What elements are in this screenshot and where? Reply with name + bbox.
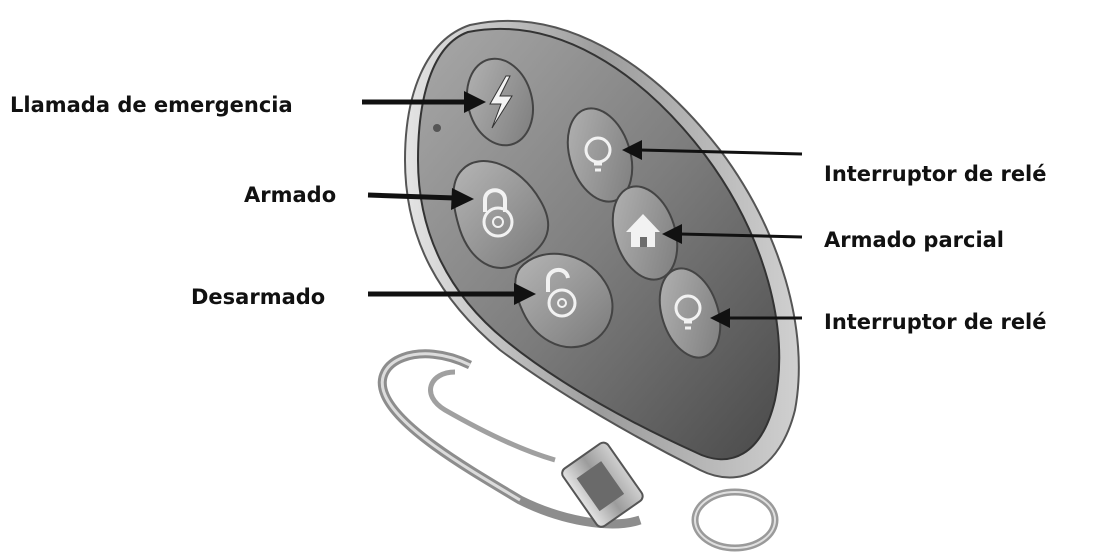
label-emergency-call: Llamada de emergencia [10,93,293,117]
label-disarm: Desarmado [191,285,325,309]
label-arm: Armado [244,183,336,207]
key-ring [695,492,775,548]
label-relay-switch-bottom: Interruptor de relé [824,310,1047,334]
label-relay-switch-top: Interruptor de relé [824,162,1047,186]
label-partial-arm: Armado parcial [824,228,1004,252]
led-indicator [433,124,441,132]
